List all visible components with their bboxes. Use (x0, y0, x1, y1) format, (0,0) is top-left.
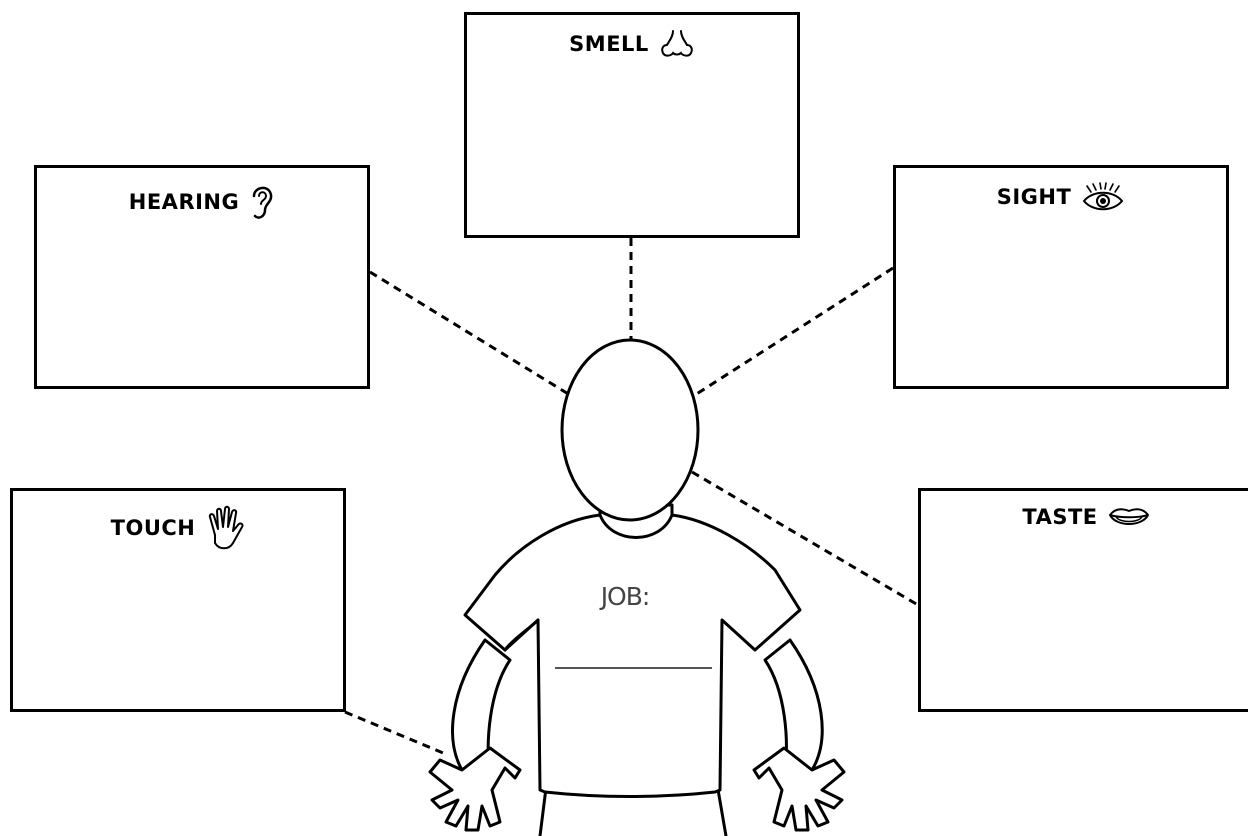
taste-box[interactable]: TASTE (918, 488, 1248, 712)
smell-box[interactable]: SMELL (464, 12, 800, 238)
job-label: JOB: (600, 582, 651, 611)
touch-header: TOUCH (13, 505, 343, 551)
smell-header: SMELL (467, 29, 797, 59)
right-hand (752, 746, 846, 832)
taste-label: TASTE (1022, 505, 1098, 529)
touch-box[interactable]: TOUCH (10, 488, 346, 712)
connector-taste (691, 470, 919, 607)
connector-touch (344, 710, 449, 757)
connector-hearing (369, 270, 571, 397)
head (560, 338, 700, 522)
nose-icon (659, 29, 695, 59)
sight-box[interactable]: SIGHT (893, 165, 1229, 389)
mouth-icon (1108, 505, 1150, 529)
sight-header: SIGHT (896, 182, 1226, 212)
smell-label: SMELL (569, 32, 649, 56)
hand-icon (205, 505, 245, 551)
eye-icon (1081, 182, 1125, 212)
left-hand (428, 746, 522, 832)
shirt (463, 513, 802, 798)
hearing-label: HEARING (128, 190, 240, 214)
hearing-header: HEARING (37, 182, 367, 222)
person-figure (428, 338, 846, 836)
ear-icon (249, 182, 275, 222)
connector-sight (694, 266, 894, 397)
taste-header: TASTE (921, 505, 1248, 529)
sight-label: SIGHT (996, 185, 1072, 209)
sleeve-seam-left (503, 618, 540, 652)
hearing-box[interactable]: HEARING (34, 165, 370, 389)
touch-label: TOUCH (110, 516, 196, 540)
